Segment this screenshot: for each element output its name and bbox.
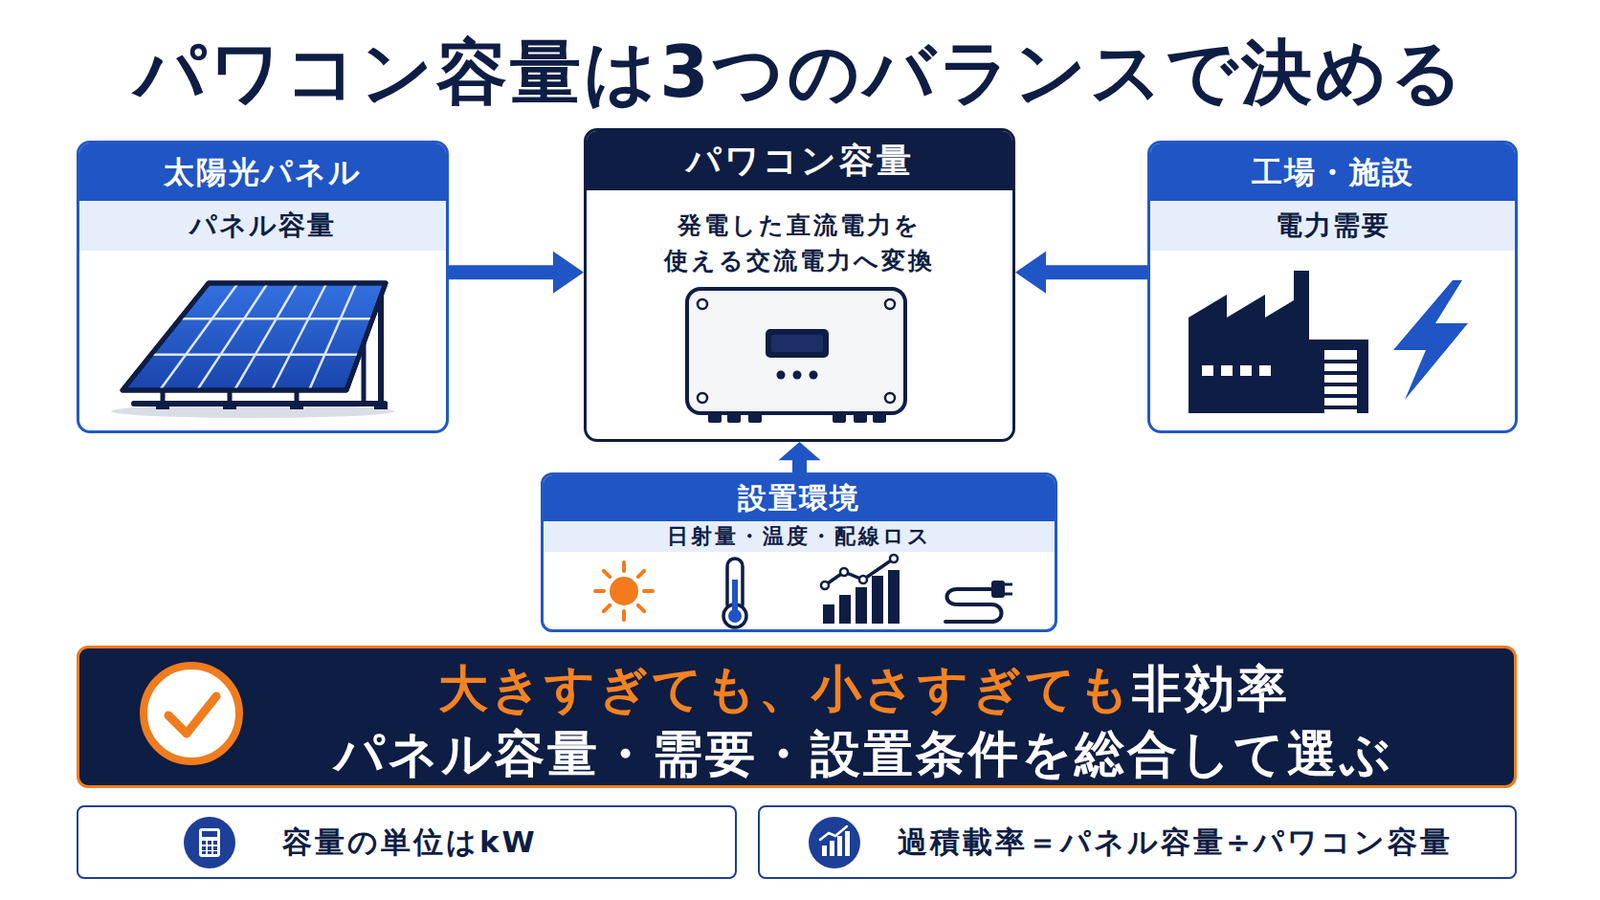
emphasis-text: 大きすぎても、小さすぎても — [438, 660, 1133, 718]
box-subheading: 日射量・温度・配線ロス — [543, 521, 1055, 553]
box-heading: 工場・施設 — [1150, 143, 1515, 201]
box-heading: パワコン容量 — [586, 131, 1013, 191]
arrow-shaft — [448, 265, 555, 280]
arrow-head — [1015, 251, 1046, 294]
info-box: 過積載率＝パネル容量÷パワコン容量 — [757, 805, 1517, 880]
arrow-shaft — [1044, 265, 1148, 280]
demand-box: 工場・施設電力需要 — [1147, 140, 1518, 434]
banner-line: 大きすぎても、小さすぎても非効率 — [242, 660, 1486, 718]
arrow-shaft — [792, 459, 807, 473]
arrow-head — [553, 251, 584, 294]
converter-box: パワコン容量発電した直流電力を 使える交流電力へ変換 — [583, 128, 1016, 443]
diagram-title: パワコン容量は3つのバランスで決める — [0, 26, 1600, 118]
box-subheading: 電力需要 — [1150, 200, 1515, 251]
flow-arrow — [448, 251, 584, 294]
summary-text: 非効率 — [1132, 660, 1290, 718]
summary-banner: 大きすぎても、小さすぎても非効率パネル容量・需要・設置条件を総合して選ぶ — [76, 645, 1517, 789]
flow-arrow — [778, 442, 822, 473]
info-text: 過積載率＝パネル容量÷パワコン容量 — [897, 807, 1453, 878]
condition-box: 設置環境日射量・温度・配線ロス — [540, 472, 1058, 633]
info-box: 容量の単位はkW — [76, 805, 737, 880]
info-text: 容量の単位はkW — [282, 807, 538, 878]
banner-line: パネル容量・需要・設置条件を総合して選ぶ — [242, 725, 1486, 783]
flow-arrow — [1015, 251, 1148, 294]
box-description: 発電した直流電力を 使える交流電力へ変換 — [586, 207, 1013, 279]
box-subheading: パネル容量 — [79, 200, 446, 251]
source-box: 太陽光パネルパネル容量 — [76, 140, 449, 434]
box-heading: 設置環境 — [543, 475, 1055, 522]
box-heading: 太陽光パネル — [79, 143, 446, 201]
summary-text: パネル容量・需要・設置条件を総合して選ぶ — [333, 725, 1394, 783]
arrow-head — [778, 442, 822, 461]
